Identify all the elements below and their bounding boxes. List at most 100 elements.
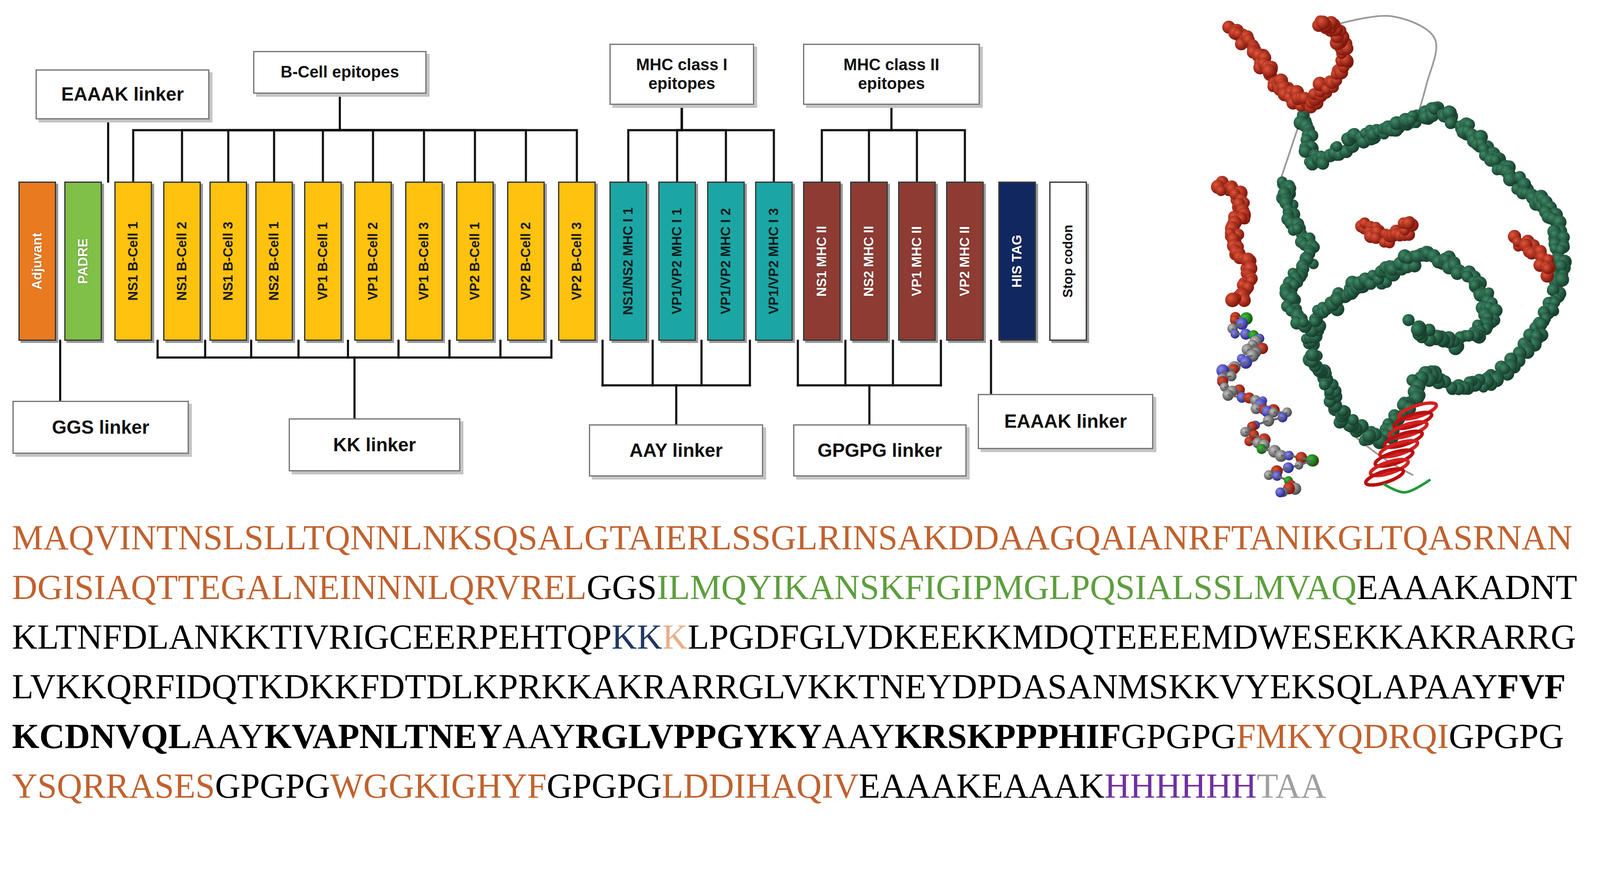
- leader-line: [940, 340, 943, 386]
- callout-box: GGS linker: [12, 400, 189, 454]
- segment-label: VP1 B-Cell 1: [315, 222, 331, 301]
- construct-segment-bar: VP1 B-Cell 2: [354, 181, 392, 341]
- segment-label: NS1 B-Cell 3: [220, 221, 236, 301]
- bracket-connector: [868, 104, 892, 182]
- leader-line: [675, 385, 678, 425]
- leader-line: [797, 340, 800, 386]
- leader-line: [868, 385, 871, 425]
- segment-label: Stop codon: [1060, 224, 1076, 298]
- atom-sphere: [1542, 263, 1554, 275]
- bracket-connector: [228, 93, 341, 182]
- bracket-connector: [322, 93, 341, 182]
- leader-line: [204, 340, 207, 358]
- leader-line: [250, 340, 253, 358]
- bracket-connector: [681, 104, 774, 182]
- atom-sphere: [1275, 487, 1286, 498]
- backbone-loop: [1331, 15, 1437, 129]
- construct-segment-bar: VP2 MHC II: [946, 181, 984, 341]
- atom-chain: [1276, 176, 1320, 334]
- sequence-segment: RGLVPPGYKY: [575, 716, 822, 756]
- construct-segment-bar: NS1 B-Cell 3: [209, 181, 248, 341]
- atom-sphere: [1555, 272, 1570, 287]
- atom-sphere: [1498, 363, 1511, 375]
- callout-label: GPGPG linker: [817, 439, 943, 462]
- leader-line: [107, 119, 110, 182]
- sequence-segment: GGS: [586, 567, 657, 607]
- atom-sphere: [1298, 317, 1309, 328]
- leader-line: [990, 340, 993, 395]
- atom-chain: [1507, 229, 1556, 283]
- callout-box: KK linker: [288, 418, 461, 472]
- construct-segment-bar: VP1 B-Cell 3: [405, 181, 443, 341]
- construct-segment-bar: VP1 B-Cell 1: [304, 181, 342, 341]
- leader-line: [844, 340, 847, 386]
- sequence-segment: EAAAKEAAAK: [858, 766, 1105, 806]
- construct-segment-bar: VP2 B-Cell 3: [558, 181, 596, 341]
- callout-box: B-Cell epitopes: [253, 50, 427, 94]
- construct-segment-bar: NS1 MHC II: [802, 181, 841, 341]
- construct-segment-bar: VP1/VP2 MHC I 1: [658, 181, 696, 341]
- bracket-connector: [821, 104, 892, 182]
- atom-sphere: [1402, 313, 1415, 326]
- leader-line: [346, 340, 350, 358]
- construct-segment-bar: NS1 B-Cell 1: [114, 181, 153, 341]
- helix-ribbon: [1364, 399, 1439, 493]
- atom-sphere: [1410, 322, 1425, 337]
- segment-label: NS1 MHC II: [814, 225, 830, 297]
- segment-label: VP1/VP2 MHC I 2: [718, 208, 734, 315]
- atom-sphere: [1306, 348, 1320, 362]
- segment-label: NS1 B-Cell 1: [125, 221, 141, 301]
- segment-label: VP1/VP2 MHC I 1: [669, 208, 685, 315]
- bracket-connector: [340, 93, 578, 182]
- atom-sphere: [1316, 15, 1331, 30]
- bracket-connector: [274, 93, 341, 182]
- leader-line: [59, 340, 62, 401]
- segment-label: VP2 B-Cell 3: [569, 222, 585, 301]
- segment-label: PADRE: [75, 238, 91, 284]
- segment-label: Adjuvant: [29, 232, 45, 290]
- leader-line: [700, 340, 703, 386]
- construct-segment-bar: VP2 B-Cell 2: [507, 181, 545, 341]
- atom-sphere: [1331, 140, 1343, 152]
- bracket-connector: [681, 104, 726, 182]
- segment-label: VP1 B-Cell 2: [365, 222, 381, 301]
- callout-label: EAAAK linker: [1004, 410, 1127, 433]
- segment-label: HIS TAG: [1009, 234, 1025, 288]
- construct-segment-bar: HIS TAG: [998, 181, 1036, 341]
- leader-line: [156, 340, 159, 358]
- construct-segment-bar: NS1 B-Cell 2: [163, 181, 201, 341]
- atom-sphere: [1462, 330, 1475, 342]
- segment-label: NS2 B-Cell 1: [266, 221, 282, 301]
- callout-label: MHC class I epitopes: [618, 55, 746, 93]
- sequence-segment: AAY: [191, 716, 265, 756]
- callout-box: MHC class II epitopes: [802, 43, 980, 105]
- bracket-connector: [891, 104, 918, 182]
- construct-segment-bar: NS1/NS2 MHC I 1: [609, 181, 648, 341]
- bracket-connector: [340, 93, 476, 182]
- construct-segment-bar: VP1/VP2 MHC I 3: [755, 181, 793, 341]
- callout-label: MHC class II epitopes: [811, 55, 971, 93]
- ligand-atoms: [1216, 311, 1320, 498]
- construct-segment-bar: NS2 MHC II: [850, 181, 888, 341]
- sequence-segment: WGGKIGHYF: [330, 766, 547, 806]
- sequence-segment: HHHHHH: [1104, 766, 1257, 806]
- atom-sphere: [1262, 64, 1277, 79]
- sequence-segment: LDDIHAQIV: [661, 766, 859, 806]
- construct-segment-bar: VP1 MHC II: [898, 181, 936, 341]
- construct-segment-bar: Adjuvant: [18, 181, 57, 341]
- callout-label: KK linker: [333, 434, 416, 457]
- segment-label: VP2 MHC II: [957, 226, 973, 297]
- callout-box: EAAAK linker: [977, 394, 1154, 450]
- callout-box: AAY linker: [588, 424, 764, 477]
- atom-sphere: [1292, 223, 1304, 235]
- leader-line: [448, 340, 451, 358]
- sequence-segment: KRSKPPPHIF: [894, 716, 1121, 756]
- callout-box: GPGPG linker: [793, 424, 967, 477]
- sequence-segment: AAY: [502, 716, 576, 756]
- callout-label: B-Cell epitopes: [280, 62, 400, 82]
- bracket-connector: [340, 93, 374, 182]
- sequence-segment: GPGPG: [1121, 716, 1237, 756]
- sequence-segment: TAA: [1256, 766, 1327, 806]
- segment-label: VP2 B-Cell 1: [467, 222, 483, 301]
- atom-chain: [1222, 15, 1354, 114]
